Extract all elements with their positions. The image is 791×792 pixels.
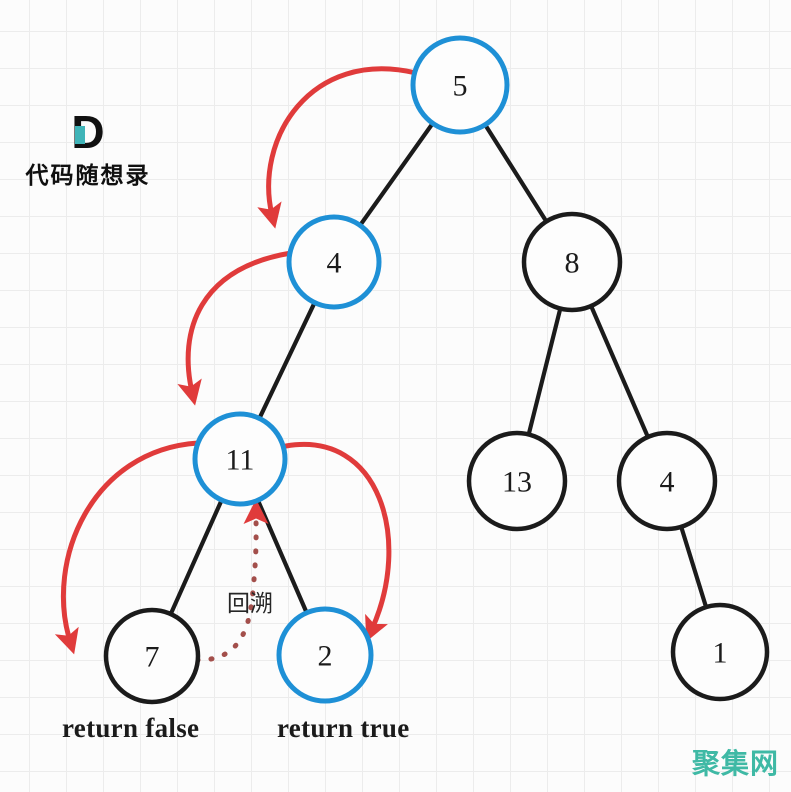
watermark-logo-d: D	[71, 106, 105, 158]
traversal-arrow	[177, 250, 294, 406]
node-circle	[521, 211, 623, 313]
watermark-top-left: D 代码随想录	[18, 106, 158, 190]
node-circle	[616, 430, 718, 532]
tree-edge	[678, 522, 709, 612]
node-circle	[103, 607, 201, 705]
tree-edge	[481, 120, 550, 226]
tree-node-7[interactable]: 7	[103, 607, 201, 705]
node-circle	[286, 214, 382, 310]
tree-node-4[interactable]: 4	[286, 214, 382, 310]
backtrack-arrow	[194, 499, 269, 663]
tree-node-11[interactable]: 11	[192, 411, 288, 507]
node-circle	[276, 606, 374, 704]
node-label: 8	[565, 247, 580, 280]
tree-node-8[interactable]: 8	[521, 211, 623, 313]
tree-node-1[interactable]: 1	[670, 602, 770, 702]
node-label: 7	[145, 641, 160, 674]
traversal-arrows-group	[54, 66, 419, 655]
node-label: 5	[453, 70, 468, 103]
tree-edge	[588, 302, 651, 441]
tree-node-4[interactable]: 4	[616, 430, 718, 532]
return-true-label: return true	[277, 713, 410, 743]
tree-node-13[interactable]: 13	[466, 430, 568, 532]
backtrack-label: 回溯	[227, 590, 273, 616]
backtrack-arrow-group: 回溯	[194, 499, 273, 663]
tree-edges-group	[167, 119, 709, 618]
tree-edge	[356, 119, 437, 230]
tree-edge	[526, 304, 563, 439]
node-circle	[410, 35, 510, 135]
tree-edge	[167, 496, 225, 618]
node-label: 4	[660, 466, 675, 499]
traversal-arrow	[283, 441, 392, 642]
node-label: 4	[327, 247, 342, 280]
tree-nodes-group: 5 4 8 11 13 4 7 2 1	[103, 35, 770, 705]
traversal-arrow	[54, 440, 201, 655]
watermark-bottom-right: 聚集网	[691, 748, 779, 779]
node-label: 2	[318, 640, 333, 673]
node-circle	[670, 602, 770, 702]
node-label: 11	[226, 444, 255, 477]
node-circle	[192, 411, 288, 507]
tree-node-2[interactable]: 2	[276, 606, 374, 704]
node-label: 13	[502, 466, 532, 499]
watermark-brand-text: 代码随想录	[25, 163, 151, 188]
traversal-arrow	[257, 66, 419, 229]
node-circle	[466, 430, 568, 532]
node-label: 1	[713, 637, 728, 670]
tree-edge	[256, 298, 318, 423]
return-false-label: return false	[62, 713, 200, 743]
tree-node-5[interactable]: 5	[410, 35, 510, 135]
